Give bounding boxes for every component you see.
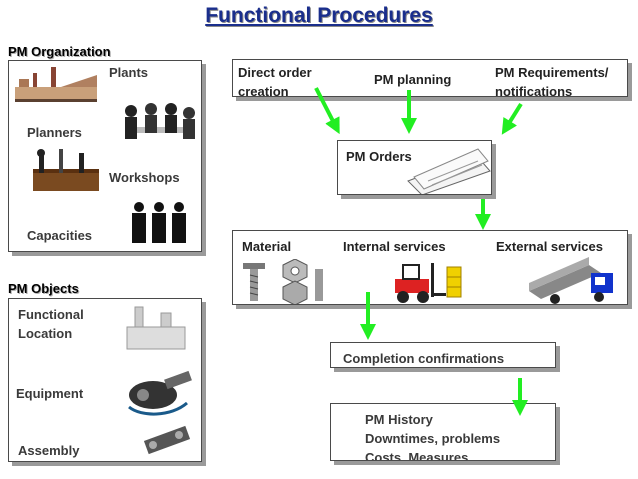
toolbox-icon [33, 149, 99, 191]
top-process-box: Direct order creation PM planning PM Req… [232, 59, 628, 97]
forklift-icon [395, 263, 462, 303]
pm-objects-heading: PM Objects [8, 281, 79, 296]
assembly-label: Assembly [18, 443, 80, 458]
factory-icon [15, 67, 97, 102]
completion-confirmations-label: Completion confirmations [343, 351, 505, 366]
motor-equipment-icon [128, 370, 192, 416]
direct-order-creation-label: Direct order creation [238, 65, 312, 97]
history-box: PM History Downtimes, problems Costs, Me… [330, 403, 556, 461]
pm-orders-label: PM Orders [346, 149, 412, 164]
assembly-part-icon [143, 425, 191, 455]
plants-label: Plants [109, 65, 149, 80]
pm-planning-label: PM planning [374, 72, 452, 87]
capacities-label: Capacities [27, 228, 93, 243]
internal-services-label: Internal services [343, 239, 446, 254]
arrow-direct-order-to-orders [314, 87, 340, 135]
page-title: Functional Procedures [205, 4, 433, 27]
workshops-label: Workshops [109, 170, 180, 185]
arrow-requirements-to-orders [501, 102, 523, 135]
truck-icon [529, 257, 613, 304]
plant-building-icon [126, 306, 186, 350]
functional-location-label: Functional Location [18, 307, 84, 341]
documents-icon [407, 148, 491, 194]
pm-requirements-label: PM Requirements/ notifications [495, 65, 609, 97]
pm-history-label: PM History [365, 412, 433, 427]
services-box: Material Internal services External serv… [232, 230, 628, 305]
external-services-label: External services [496, 239, 603, 254]
workers-icon [132, 202, 186, 243]
bolts-nuts-icon [243, 259, 323, 304]
pm-organization-heading: PM Organization [8, 44, 111, 59]
pm-objects-box: Functional Location Equipment Assembly [8, 298, 202, 462]
completion-box: Completion confirmations [330, 342, 556, 368]
pm-orders-box: PM Orders [337, 140, 492, 195]
pm-organization-box: Plants Planners Workshops Capacities [8, 60, 202, 252]
costs-measures-label: Costs, Measures [365, 450, 469, 461]
meeting-people-icon [125, 103, 195, 139]
equipment-label: Equipment [16, 386, 84, 401]
downtimes-problems-label: Downtimes, problems [365, 431, 501, 446]
planners-label: Planners [27, 125, 82, 140]
material-label: Material [242, 239, 292, 254]
